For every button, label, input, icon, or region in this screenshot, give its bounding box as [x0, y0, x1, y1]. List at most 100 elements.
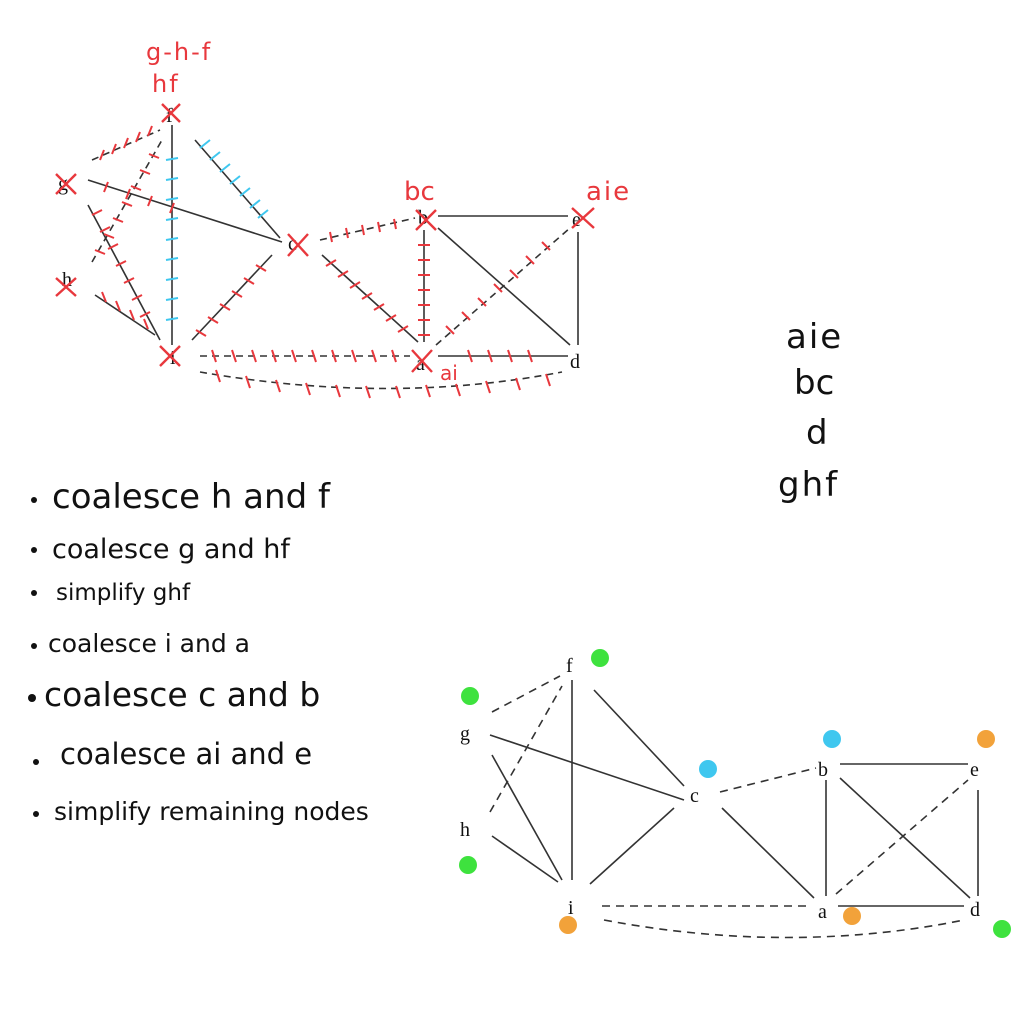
top-node-g: g [58, 173, 68, 195]
edge-g-i [491, 754, 563, 881]
bottom-node-a: a [818, 901, 827, 923]
red-hatch-h-i [101, 291, 149, 330]
step-item: coalesce ai and e [33, 737, 312, 771]
edge-c-a [721, 807, 815, 899]
step-item: coalesce i and a [31, 629, 250, 658]
edge-f-c [194, 139, 281, 239]
annotation-aie: aie [586, 177, 631, 207]
color-dot-b [823, 730, 841, 748]
red-hatch-b-a [418, 244, 430, 336]
red-hatch-a-d [467, 349, 533, 363]
red-hatch-a-e [445, 241, 551, 335]
edge-c-i [191, 254, 273, 341]
bottom-node-g: g [460, 723, 470, 745]
step-text: simplify ghf [56, 580, 191, 606]
top-graph-edges [87, 125, 579, 357]
color-dot-a [843, 907, 861, 925]
color-dots [459, 649, 1011, 938]
cyan-hatch-f-c [199, 139, 269, 219]
bottom-node-c: c [690, 785, 699, 807]
step-text: coalesce c and b [44, 675, 320, 714]
cross-b [415, 209, 437, 231]
cyan-hatch-f-i [165, 157, 179, 321]
red-hatching [91, 125, 551, 399]
edge-c-i [589, 807, 675, 885]
merged-node-list: aie bc d ghf [778, 317, 843, 505]
edge-f-c [593, 689, 685, 787]
bottom-graph-edges [489, 680, 979, 907]
red-hatch-g-c [103, 181, 175, 214]
red-hatch-c-b [329, 218, 397, 243]
top-graph: f g h c b e i a d g-h-f hf bc aie [55, 38, 631, 399]
cross-e [571, 207, 595, 229]
red-hatch-g-f [99, 125, 153, 161]
edge-h-f [489, 685, 563, 813]
top-node-h: h [62, 269, 72, 291]
edge-c-b [719, 767, 817, 793]
top-node-d: d [570, 351, 580, 373]
step-item: simplify remaining nodes [33, 797, 369, 826]
bottom-graph: f g h c b e i a d [459, 649, 1011, 939]
color-dot-c [699, 760, 717, 778]
edge-a-e [835, 779, 969, 895]
merged-node-aie: aie [786, 317, 843, 357]
step-text: simplify remaining nodes [54, 797, 369, 826]
step-item: simplify ghf [31, 580, 191, 606]
annotation-hf: hf [152, 70, 180, 98]
edge-g-i [87, 204, 161, 341]
bullet [31, 547, 37, 553]
step-item: coalesce g and hf [31, 534, 291, 565]
cross-c [287, 233, 309, 257]
step-item: coalesce h and f [31, 477, 331, 517]
step-list: coalesce h and f coalesce g and hf simpl… [28, 477, 369, 826]
cross-g [55, 173, 77, 195]
bullet [28, 694, 36, 702]
red-hatch-h-f [94, 153, 160, 255]
color-dot-h [459, 856, 477, 874]
red-hatch-g-i [91, 209, 151, 318]
bullet [33, 811, 39, 817]
bottom-node-e: e [970, 759, 979, 781]
red-cross-marks [55, 103, 595, 373]
annotation-ai: ai [440, 361, 458, 385]
edge-c-a [321, 254, 419, 343]
color-dot-e [977, 730, 995, 748]
edge-g-c [87, 179, 283, 243]
cross-h [55, 277, 77, 297]
bullet [33, 759, 39, 765]
edge-i-d [199, 371, 563, 390]
red-hatch-i-d [215, 369, 551, 399]
color-dot-g [461, 687, 479, 705]
step-text: coalesce g and hf [52, 534, 291, 565]
merged-node-d: d [806, 413, 828, 453]
red-annotations: g-h-f hf bc aie ai [146, 38, 631, 385]
edge-g-c [489, 734, 685, 801]
cross-i [159, 345, 181, 367]
cross-a [411, 349, 433, 373]
color-dot-i [559, 916, 577, 934]
merged-node-bc: bc [794, 363, 834, 403]
edge-b-d [839, 777, 971, 899]
edge-i-d [603, 919, 965, 939]
bullet [31, 643, 37, 649]
top-node-c: c [288, 233, 297, 255]
red-hatch-i-a [211, 349, 397, 363]
bottom-node-d: d [970, 899, 980, 921]
step-text: coalesce ai and e [60, 737, 312, 771]
step-item: coalesce c and b [28, 675, 320, 714]
color-dot-d [993, 920, 1011, 938]
cross-f [161, 103, 181, 123]
color-dot-f [591, 649, 609, 667]
red-hatch-c-a [325, 259, 409, 333]
edge-g-f [491, 675, 561, 713]
bottom-node-h: h [460, 819, 470, 841]
edge-c-b [319, 217, 416, 241]
annotation-ghf: g-h-f [146, 38, 212, 66]
step-text: coalesce h and f [52, 477, 331, 517]
bottom-node-f: f [566, 655, 573, 677]
annotation-bc: bc [404, 177, 435, 207]
top-node-e: e [572, 209, 581, 231]
edge-h-i [491, 835, 559, 883]
top-node-labels: f g h c b e i a d [58, 105, 581, 375]
bullet [31, 590, 37, 596]
